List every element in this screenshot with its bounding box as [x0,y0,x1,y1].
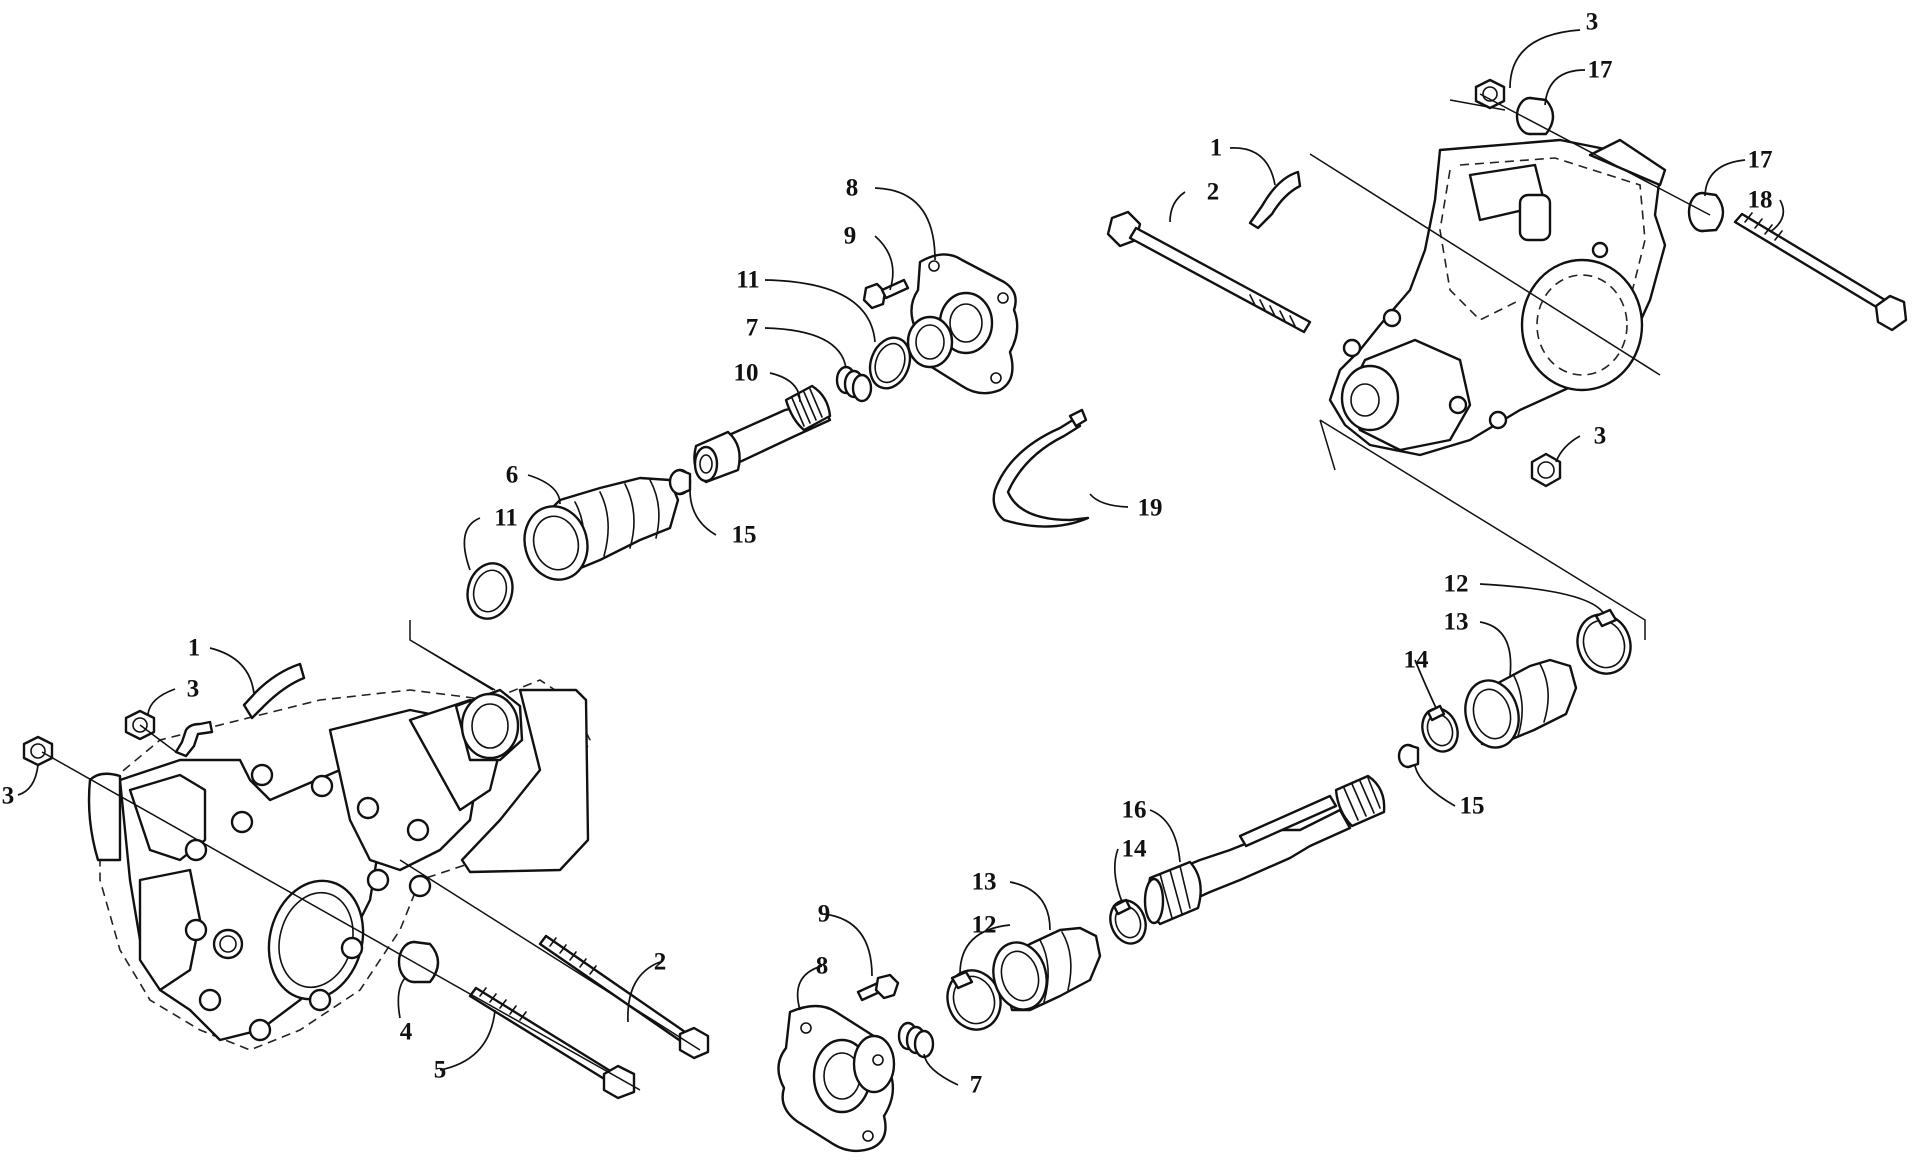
front-axis-lines [41,620,701,1091]
lower-spring [897,1021,935,1059]
callout-13: 13 [972,869,997,896]
lower-small-clamp [1109,898,1147,945]
callout-3: 3 [1594,423,1607,450]
callout-11: 11 [494,505,518,532]
upper-splined-shaft [693,384,832,484]
callout-11: 11 [736,267,760,294]
upper-flange-bolt [862,278,910,310]
front-bolt-long [468,986,636,1100]
callout-10: 10 [734,360,759,387]
callout-2: 2 [1207,179,1220,206]
callout-9: 9 [844,223,857,250]
front-breather-fitting [174,720,214,758]
callout-14: 14 [1404,647,1430,674]
callout-3: 3 [2,783,15,810]
callout-12: 12 [972,912,997,939]
callout-5: 5 [434,1057,447,1084]
callout-3: 3 [187,676,200,703]
front-spacer [397,940,440,984]
callout-1: 1 [1210,135,1223,162]
lower-flange-bolt [856,973,900,1002]
upper-o-ring [868,336,912,390]
callout-16: 16 [1122,797,1147,824]
callout-4: 4 [400,1019,413,1046]
upper-plug [668,468,692,496]
upper-shaft-boot [523,476,680,581]
rear-mount-bolt [1106,210,1312,334]
front-differential-housing [87,679,591,1051]
callout-1: 1 [188,635,201,662]
lower-splined-shaft [1143,774,1386,926]
callout-2: 2 [654,949,667,976]
lower-boot-clamp [946,969,1002,1031]
upper-spring [835,365,873,403]
front-breather-hose [242,662,306,720]
rear-breather-hose [1248,170,1302,230]
front-mount-bolt [538,934,710,1060]
callout-leader-lines [17,29,1785,1086]
rear-spacer-right [1687,191,1725,233]
right-boot-clamp [1576,608,1632,675]
callout-7: 7 [970,1072,983,1099]
cable-tie [992,408,1090,528]
front-nut-left [22,735,54,767]
lower-input-flange [777,1004,896,1153]
rear-nut-bottom [1530,452,1562,488]
callout-19: 19 [1138,495,1163,522]
callout-14: 14 [1122,836,1148,863]
rear-differential-housing [1328,138,1667,457]
callout-18: 18 [1748,187,1773,214]
rear-bolt-long [1733,212,1908,332]
callout-9: 9 [818,901,831,928]
callout-15: 15 [1460,793,1485,820]
callout-17: 17 [1588,57,1613,84]
callout-3: 3 [1586,9,1599,36]
rear-nut-top [1474,78,1506,110]
callout-15: 15 [732,522,757,549]
lower-outboard-boot [992,926,1102,1012]
right-small-clamp [1421,704,1459,753]
callout-8: 8 [816,953,829,980]
callout-17: 17 [1748,147,1773,174]
callout-6: 6 [506,462,519,489]
callout-labels: 3 17 1 17 2 18 8 9 11 7 10 3 6 11 15 19 … [2,9,1773,1099]
upper-output-flange [906,253,1019,395]
callout-13: 13 [1444,609,1469,636]
lower-plug [1397,743,1420,769]
rear-axis-lines [1309,93,1711,640]
callout-7: 7 [746,315,759,342]
right-outboard-boot [1464,658,1578,749]
callout-12: 12 [1444,571,1469,598]
callout-8: 8 [846,175,859,202]
